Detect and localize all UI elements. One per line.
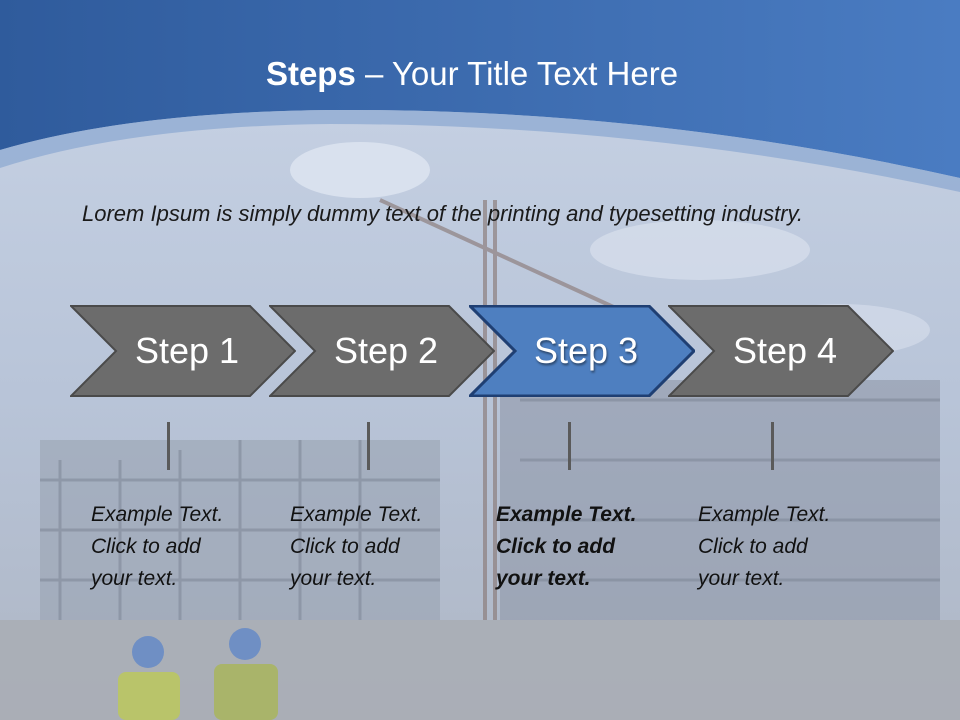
step-2-connector [367, 422, 370, 470]
step-1-connector [167, 422, 170, 470]
step-1-label: Step 1 [134, 330, 240, 371]
step-3-label: Step 3 [533, 330, 639, 371]
step-3-connector [568, 422, 571, 470]
title-bold: Steps [265, 55, 356, 92]
step-4-label: Step 4 [732, 330, 838, 371]
step-2-label: Step 2 [333, 330, 439, 371]
step-2-chevron[interactable]: Step 2 [269, 305, 495, 397]
step-1-chevron[interactable]: Step 1 [70, 305, 296, 397]
step-1-description[interactable]: Example Text. Click to add your text. [91, 503, 224, 590]
step-3-description[interactable]: Example Text. Click to add your text. [496, 503, 637, 590]
step-4-connector [771, 422, 774, 470]
step-4-description[interactable]: Example Text. Click to add your text. [698, 503, 831, 590]
step-4-chevron[interactable]: Step 4 [668, 305, 894, 397]
slide-title: Steps – Your Title Text Here [0, 52, 944, 96]
step-3-chevron[interactable]: Step 3 [469, 305, 695, 397]
title-rest: – Your Title Text Here [355, 55, 679, 92]
intro-text: Lorem Ipsum is simply dummy text of the … [82, 201, 804, 226]
step-2-description[interactable]: Example Text. Click to add your text. [290, 503, 423, 590]
